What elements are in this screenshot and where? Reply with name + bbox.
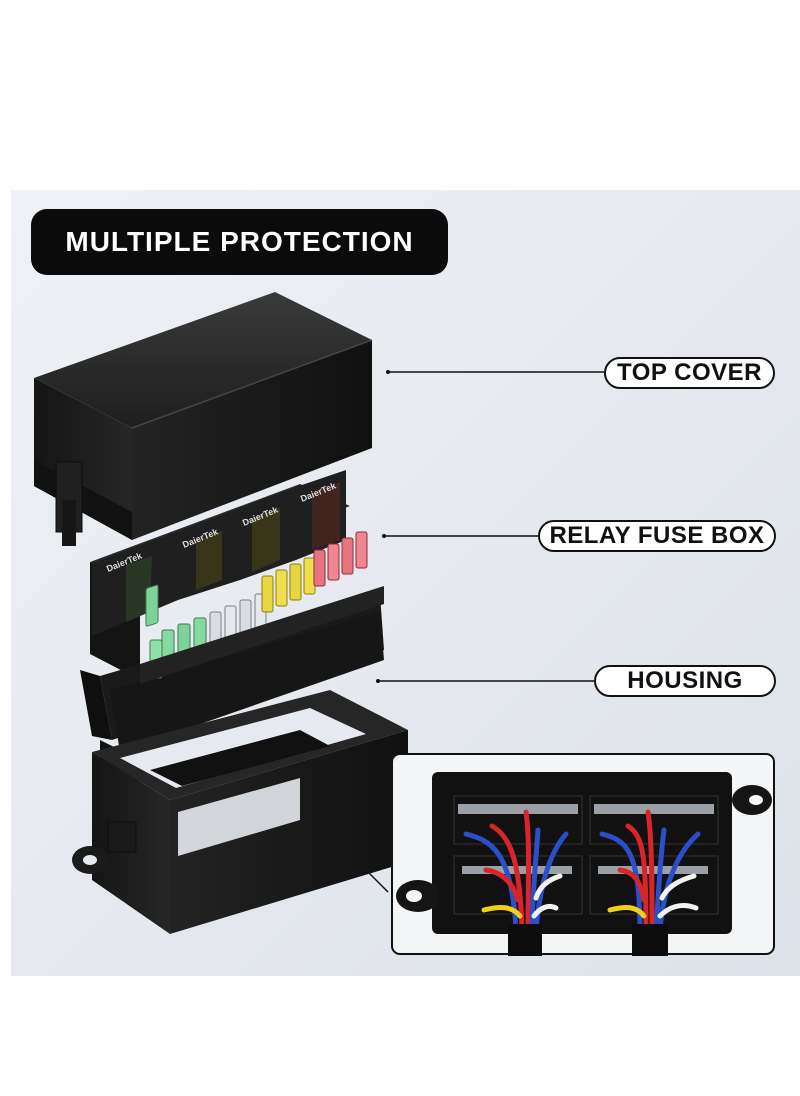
top-cover xyxy=(34,292,373,546)
relay-3: DaierTek xyxy=(240,487,296,580)
housing xyxy=(72,690,408,934)
right-wire-harness xyxy=(599,809,701,933)
relay-4: DaierTek xyxy=(296,470,346,560)
fuse-row-yellow xyxy=(261,557,316,613)
relay-1: DaierTek xyxy=(92,531,178,636)
relay-2: DaierTek xyxy=(178,508,240,600)
relay-fuse-box-label: RELAY FUSE BOX xyxy=(538,520,776,552)
relay-fuse-box: DaierTek DaierTek DaierTek DaierTek xyxy=(80,470,384,790)
left-wire-harness xyxy=(463,809,569,933)
page-title: MULTIPLE PROTECTION xyxy=(31,209,448,275)
housing-bottom-view-inset xyxy=(391,753,775,956)
fuse-row-red xyxy=(313,531,368,587)
housing-label: HOUSING xyxy=(594,665,776,697)
top-cover-label: TOP COVER xyxy=(604,357,775,389)
